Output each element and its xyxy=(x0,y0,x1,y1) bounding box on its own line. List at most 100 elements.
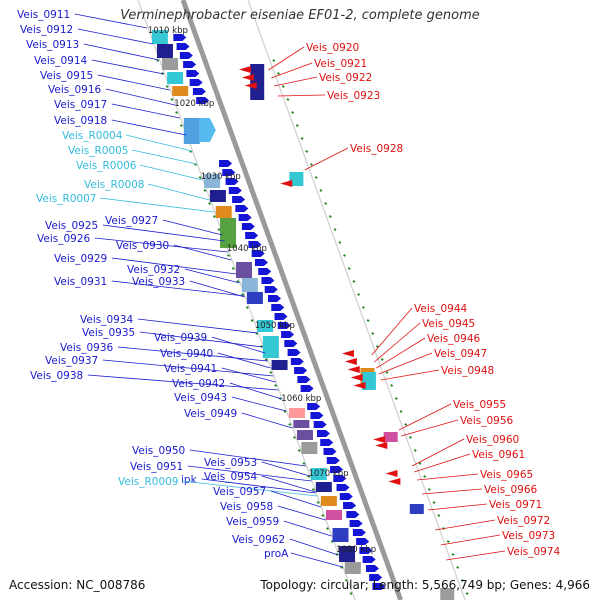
track-dot xyxy=(175,111,179,114)
track-dot xyxy=(456,566,460,569)
gene-label-veis-0925: Veis_0925 xyxy=(45,220,98,232)
forward-gene-arrow xyxy=(232,196,246,203)
forward-gene-arrow xyxy=(219,160,233,167)
track-dot xyxy=(165,85,169,88)
gene-block xyxy=(172,86,189,96)
gene-label-veis-0940: Veis_0940 xyxy=(160,348,213,360)
label-leader-line xyxy=(139,164,203,181)
label-leader-line xyxy=(97,74,170,91)
track-dot xyxy=(236,280,240,283)
track-dot xyxy=(283,410,287,413)
label-leader-line xyxy=(427,503,488,511)
forward-gene-arrow xyxy=(339,493,353,500)
label-leader-line xyxy=(422,488,483,495)
track-dot xyxy=(352,280,356,283)
forward-gene-arrow xyxy=(294,367,308,374)
label-leader-line xyxy=(184,268,240,284)
track-dot xyxy=(212,215,216,218)
track-dot xyxy=(227,254,230,257)
label-leader-line xyxy=(283,520,332,537)
forward-gene-arrow xyxy=(287,349,301,356)
label-leader-line xyxy=(102,359,274,377)
reverse-gene-arrow xyxy=(388,478,401,485)
gene-block xyxy=(151,30,168,44)
gene-label-veis-0966: Veis_0966 xyxy=(484,484,538,496)
gene-block xyxy=(209,190,226,202)
track-dot xyxy=(437,514,441,517)
track-dot xyxy=(314,176,318,179)
track-dot xyxy=(344,579,348,582)
track-dot xyxy=(269,371,273,374)
track-dot xyxy=(324,202,328,205)
track-dot xyxy=(316,501,320,504)
gene-label-veis-0912: Veis_0912 xyxy=(20,24,73,36)
track-dot xyxy=(194,163,197,166)
label-leader-line xyxy=(87,374,279,391)
gene-label-proa: proA xyxy=(264,548,289,560)
label-leader-line xyxy=(374,322,421,363)
track-dot xyxy=(460,579,464,582)
gene-label-veis-0921: Veis_0921 xyxy=(314,58,367,70)
gene-label-veis-0923: Veis_0923 xyxy=(327,90,380,102)
gene-label-veis-r0005: Veis_R0005 xyxy=(68,145,128,157)
gene-label-veis-r0004: Veis_R0004 xyxy=(62,130,123,142)
track-dot xyxy=(418,462,422,465)
gene-label-veis-0947: Veis_0947 xyxy=(434,348,487,360)
forward-gene-arrow xyxy=(297,376,311,383)
gene-label-veis-0960: Veis_0960 xyxy=(466,434,519,446)
gene-block xyxy=(162,58,179,70)
track-dot xyxy=(250,319,254,322)
forward-gene-arrow xyxy=(271,304,285,311)
forward-gene-arrow xyxy=(323,448,337,455)
track-dot xyxy=(399,410,403,413)
label-leader-line xyxy=(304,147,349,171)
gene-label-veis-0918: Veis_0918 xyxy=(54,115,107,127)
gene-label-veis-0953: Veis_0953 xyxy=(204,457,257,469)
track-dot xyxy=(264,358,268,361)
forward-gene-arrow xyxy=(346,511,360,518)
label-leader-line xyxy=(74,13,148,29)
label-leader-line xyxy=(261,475,316,493)
track-dot xyxy=(347,267,351,270)
gene-label-veis-0933: Veis_0933 xyxy=(132,276,185,288)
gene-block xyxy=(339,546,356,562)
gene-label-veis-0946: Veis_0946 xyxy=(427,333,481,345)
reverse-gene-arrow xyxy=(375,442,388,449)
label-leader-line xyxy=(187,465,312,482)
gene-label-veis-0957: Veis_0957 xyxy=(213,486,266,498)
forward-gene-arrow xyxy=(196,97,210,104)
gene-block xyxy=(288,408,305,418)
gene-label-veis-0965: Veis_0965 xyxy=(480,469,533,481)
track-dot xyxy=(361,306,365,309)
kbp-tick-label: 1050 kbp xyxy=(255,321,295,331)
track-dot xyxy=(423,475,427,478)
label-leader-line xyxy=(417,473,479,481)
gene-label-veis-0949: Veis_0949 xyxy=(184,408,237,420)
track-dot xyxy=(156,59,160,62)
gene-block xyxy=(271,360,288,370)
gene-block xyxy=(293,420,310,428)
gene-block xyxy=(156,44,173,58)
reverse-gene-arrow xyxy=(373,436,386,443)
gene-block xyxy=(183,118,200,144)
label-leader-line xyxy=(147,183,210,201)
forward-gene-arrow xyxy=(333,475,347,482)
label-leader-line xyxy=(91,59,164,75)
reverse-gene-arrow xyxy=(280,180,293,187)
track-dot xyxy=(281,85,285,88)
forward-gene-arrow xyxy=(369,574,383,581)
track-dot xyxy=(307,475,311,478)
gene-label-veis-0945: Veis_0945 xyxy=(422,318,475,330)
topology-text: Topology: circular; Length: 5,566,749 bp… xyxy=(260,578,590,592)
track-dot xyxy=(217,228,221,231)
track-dot xyxy=(371,332,375,335)
label-leader-line xyxy=(94,237,229,253)
genome-axis xyxy=(180,0,403,600)
forward-gene-arrow xyxy=(320,439,334,446)
gene-block xyxy=(246,292,263,304)
forward-gene-arrow xyxy=(179,52,193,59)
forward-gene-arrow xyxy=(330,466,344,473)
gene-label-veis-0948: Veis_0948 xyxy=(441,365,494,377)
label-leader-line xyxy=(446,550,506,561)
label-leader-line xyxy=(83,43,159,61)
